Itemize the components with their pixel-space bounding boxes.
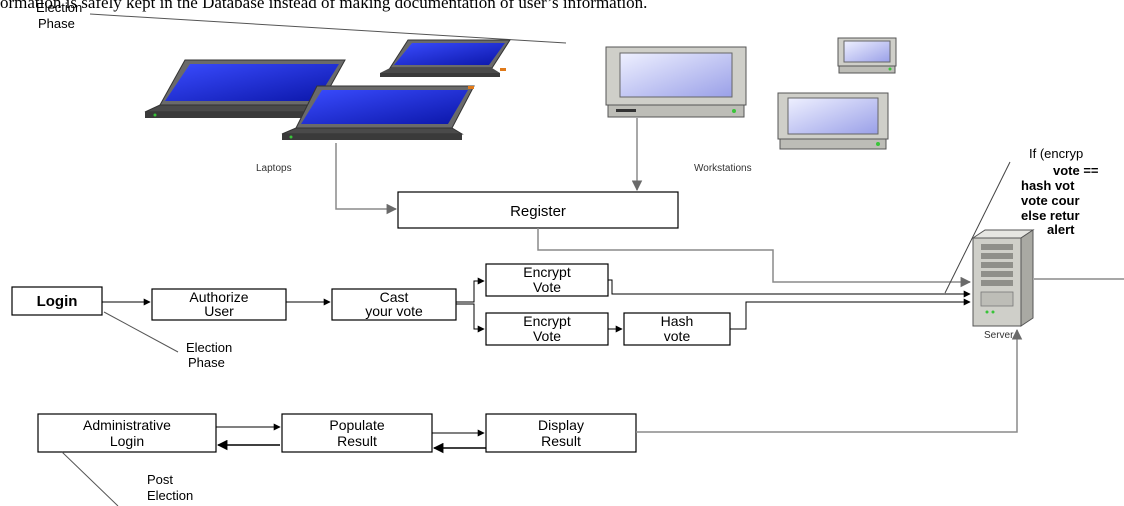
- top-phase-leader: [89, 13, 567, 44]
- laptop-icon: [281, 85, 475, 140]
- encrypt-bottom-line-1: Encrypt: [523, 313, 571, 329]
- top-phase-line-1: Election: [36, 0, 82, 15]
- post-election-leader: [61, 451, 119, 506]
- workstation-icon: [605, 46, 747, 118]
- laptop-icon: [380, 39, 511, 77]
- authorize-line-2: User: [204, 303, 234, 319]
- workstation-icon: [837, 37, 897, 74]
- display-line-1: Display: [538, 417, 584, 433]
- display-line-2: Result: [541, 433, 581, 449]
- authorize-line-1: Authorize: [189, 289, 248, 305]
- server-note-line-1: If (encryp: [1029, 146, 1083, 161]
- laptop-icon: [144, 59, 346, 118]
- server-note-line-2: vote ==: [1053, 163, 1099, 178]
- workstations-label: Workstations: [694, 163, 752, 174]
- login-label: Login: [37, 293, 78, 310]
- encrypt-top-line-2: Vote: [533, 279, 561, 295]
- server-label: Server: [984, 330, 1014, 341]
- register-box: Register: [397, 191, 679, 229]
- encrypt-vote-top-box: Encrypt Vote: [485, 263, 609, 297]
- election-phase-line-1: Election: [186, 340, 232, 355]
- cast-vote-box: Cast your vote: [331, 288, 457, 321]
- encrypt-to-server-connector: [608, 279, 971, 298]
- post-election-label: Post Election: [61, 451, 193, 506]
- cast-to-encrypt-top-arrow: [456, 277, 485, 303]
- admin-login-line-1: Administrative: [83, 417, 171, 433]
- server-icon: [971, 229, 1035, 327]
- cast-to-encrypt-bottom-arrow: [456, 303, 485, 333]
- server-note-line-4: vote cour: [1021, 193, 1080, 208]
- top-phase-label: Election Phase: [36, 0, 567, 44]
- server-condition-note: If (encryp vote == hash vot vote cour el…: [944, 146, 1099, 294]
- encrypt-top-line-1: Encrypt: [523, 264, 571, 280]
- workstation-icon: [777, 92, 889, 150]
- encrypt-vote-bottom-box: Encrypt Vote: [485, 312, 609, 346]
- populate-line-1: Populate: [329, 417, 384, 433]
- register-to-server-connector: [537, 228, 972, 288]
- election-phase-line-2: Phase: [188, 355, 225, 370]
- hash-vote-box: Hash vote: [623, 312, 731, 346]
- server-note-line-6: alert: [1047, 222, 1075, 237]
- election-phase-leader: [103, 311, 179, 353]
- server-note-line-3: hash vot: [1021, 178, 1075, 193]
- post-election-line-2: Election: [147, 488, 193, 503]
- server-note-line-5: else retur: [1021, 208, 1080, 223]
- hash-to-server-connector: [730, 298, 971, 330]
- laptops-label: Laptops: [256, 163, 292, 174]
- post-election-line-1: Post: [147, 472, 173, 487]
- cast-line-2: your vote: [365, 303, 423, 319]
- display-result-box: Display Result: [485, 413, 637, 453]
- display-to-server-connector: [636, 328, 1023, 433]
- authorize-user-box: Authorize User: [151, 288, 287, 321]
- hash-line-1: Hash: [661, 313, 694, 329]
- populate-line-2: Result: [337, 433, 377, 449]
- laptops-to-register-connector: [335, 143, 398, 215]
- admin-login-line-2: Login: [110, 433, 144, 449]
- server-note-leader: [944, 161, 1011, 294]
- login-box: Login: [11, 286, 103, 316]
- election-phase-label: Election Phase: [103, 311, 232, 370]
- top-phase-line-2: Phase: [38, 16, 75, 31]
- register-label: Register: [510, 203, 566, 220]
- encrypt-bottom-line-2: Vote: [533, 328, 561, 344]
- populate-result-box: Populate Result: [281, 413, 433, 453]
- administrative-login-box: Administrative Login: [37, 413, 217, 453]
- caption-text: ormation is safely kept in the Database …: [0, 0, 647, 12]
- hash-line-2: vote: [664, 328, 691, 344]
- cast-line-1: Cast: [380, 289, 409, 305]
